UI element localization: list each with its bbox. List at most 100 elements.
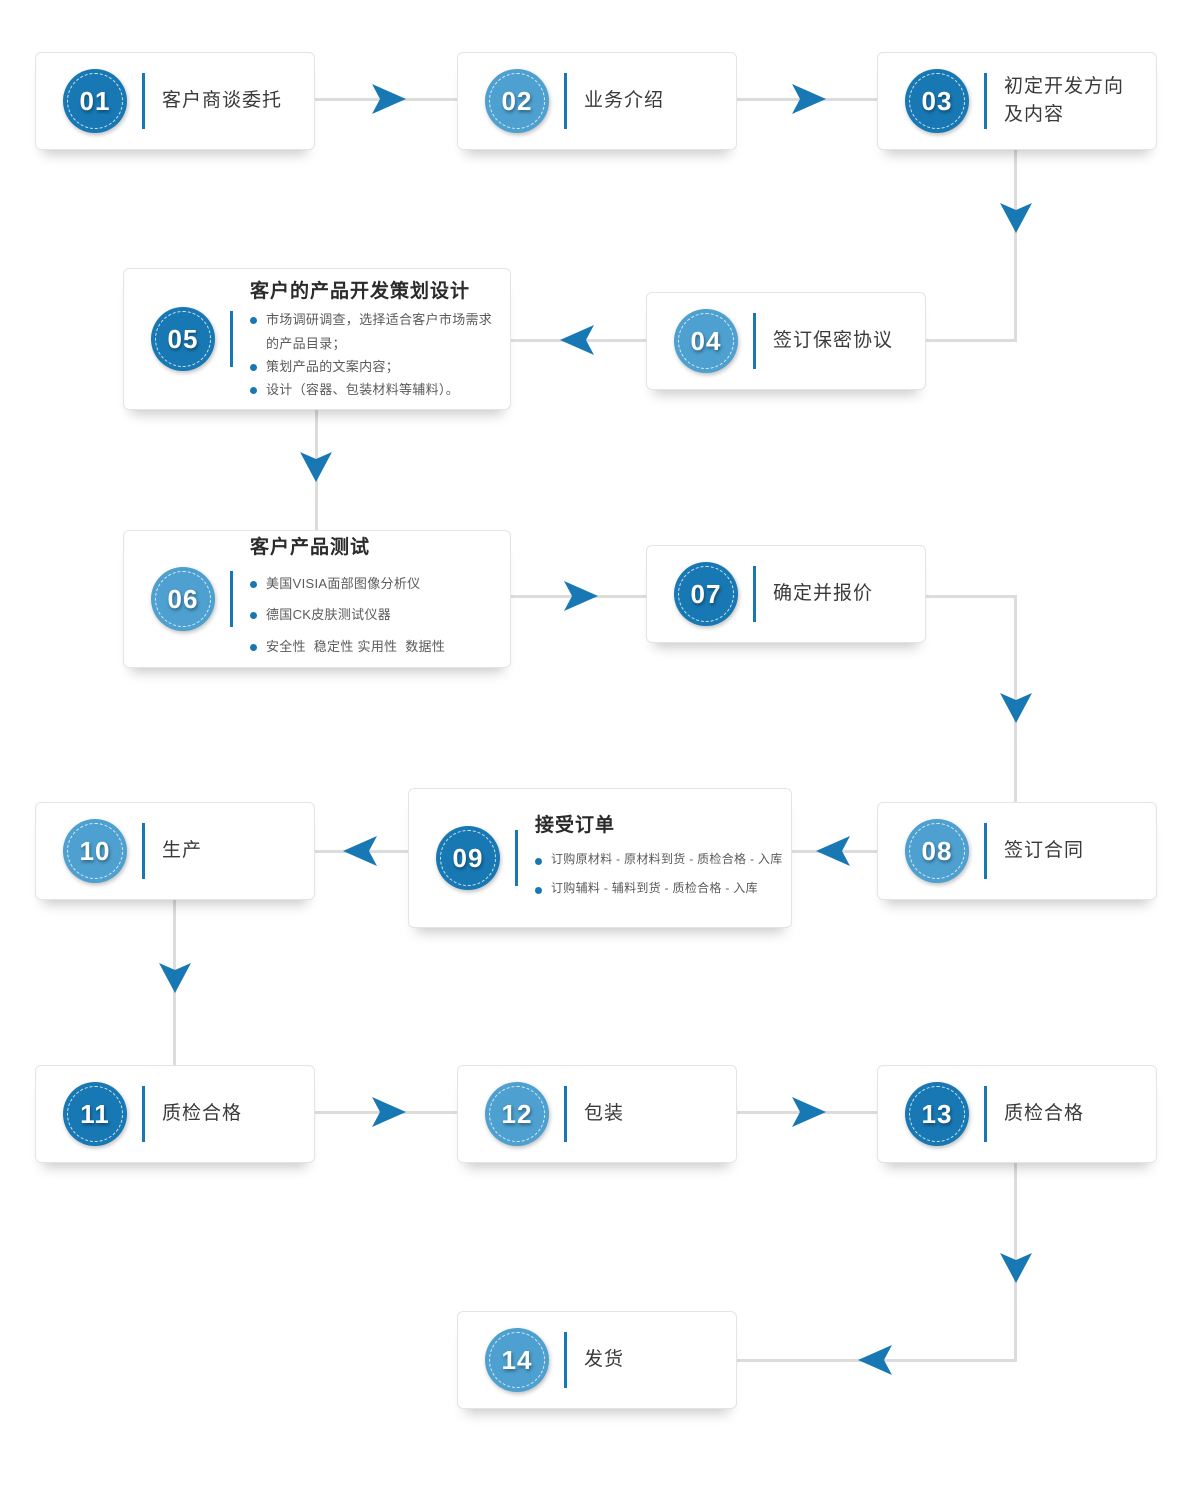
step-card-03: 03 初定开发方向及内容 [877, 52, 1157, 150]
bullet-item: 订购原材料 - 原材料到货 - 质检合格 - 入库 [535, 849, 782, 871]
step-card-10: 10 生产 [35, 802, 315, 900]
step-number-badge: 07 [674, 562, 738, 626]
step-number: 03 [921, 85, 953, 116]
divider [753, 313, 756, 369]
step-number: 04 [690, 325, 722, 356]
step-label: 业务介绍 [584, 90, 665, 112]
step-card-12: 12 包装 [457, 1065, 737, 1163]
step-card-01: 01 客户商谈委托 [35, 52, 315, 150]
step-card-06: 06 客户产品测试 美国VISIA面部图像分析仪 德国CK皮肤测试仪器 安全性 … [123, 530, 511, 668]
step-number: 13 [921, 1098, 953, 1129]
divider [564, 1086, 567, 1142]
step-card-13: 13 质检合格 [877, 1065, 1157, 1163]
step-number: 07 [690, 578, 722, 609]
arrow-right-icon [792, 84, 826, 114]
step-number-badge: 05 [151, 307, 215, 371]
step-card-11: 11 质检合格 [35, 1065, 315, 1163]
step-title: 客户产品测试 [250, 536, 371, 558]
step-label: 发货 [584, 1349, 625, 1371]
bullet-item: 市场调研调查，选择适合客户市场需求的产品目录； [250, 308, 498, 355]
step-label: 签订保密协议 [773, 330, 894, 352]
arrow-down-icon [159, 963, 191, 993]
step-number: 02 [501, 85, 533, 116]
step-title: 接受订单 [535, 814, 616, 836]
arrow-left-icon [816, 836, 850, 866]
step-label: 质检合格 [1004, 1103, 1085, 1125]
step-label: 初定开发方向及内容 [1004, 76, 1125, 125]
step-number-badge: 01 [63, 69, 127, 133]
bullet-list: 市场调研调查，选择适合客户市场需求的产品目录； 策划产品的文案内容； 设计（容器… [250, 308, 498, 402]
arrow-down-icon [1000, 693, 1032, 723]
arrow-down-icon [1000, 1253, 1032, 1283]
step-number-badge: 06 [151, 567, 215, 631]
step-number-badge: 10 [63, 819, 127, 883]
bullet-item: 订购辅料 - 辅料到货 - 质检合格 - 入库 [535, 878, 781, 900]
step-label: 包装 [584, 1103, 625, 1125]
step-number-badge: 04 [674, 309, 738, 373]
arrow-down-icon [1000, 203, 1032, 233]
step-number: 01 [79, 85, 111, 116]
divider [564, 1332, 567, 1388]
step-label: 签订合同 [1004, 840, 1085, 862]
step-number-badge: 09 [436, 826, 500, 890]
step-number: 10 [79, 835, 111, 866]
step-number: 12 [501, 1098, 533, 1129]
divider [515, 830, 518, 886]
step-number-badge: 08 [905, 819, 969, 883]
divider [142, 823, 145, 879]
step-label: 客户商谈委托 [162, 90, 283, 112]
connector-line [926, 339, 1017, 342]
bullet-list: 订购原材料 - 原材料到货 - 质检合格 - 入库 订购辅料 - 辅料到货 - … [535, 842, 782, 906]
divider [984, 823, 987, 879]
step-card-09: 09 接受订单 订购原材料 - 原材料到货 - 质检合格 - 入库 订购辅料 -… [408, 788, 792, 928]
arrow-left-icon [858, 1345, 892, 1375]
arrow-right-icon [792, 1097, 826, 1127]
arrow-left-icon [343, 836, 377, 866]
bullet-item: 策划产品的文案内容； [250, 355, 498, 378]
step-card-02: 02 业务介绍 [457, 52, 737, 150]
bullet-item: 德国CK皮肤测试仪器 [250, 603, 445, 626]
step-card-05: 05 客户的产品开发策划设计 市场调研调查，选择适合客户市场需求的产品目录； 策… [123, 268, 511, 410]
step-number: 11 [80, 1098, 110, 1129]
step-number: 14 [501, 1344, 533, 1375]
step-number-badge: 14 [485, 1328, 549, 1392]
divider [753, 566, 756, 622]
step-label: 质检合格 [162, 1103, 243, 1125]
arrow-right-icon [372, 84, 406, 114]
step-title: 客户的产品开发策划设计 [250, 281, 471, 303]
connector-line [1014, 150, 1017, 342]
step-content: 客户产品测试 美国VISIA面部图像分析仪 德国CK皮肤测试仪器 安全性 稳定性… [250, 532, 445, 666]
step-number-badge: 02 [485, 69, 549, 133]
step-content: 接受订单 订购原材料 - 原材料到货 - 质检合格 - 入库 订购辅料 - 辅料… [535, 810, 782, 906]
divider [142, 73, 145, 129]
arrow-right-icon [372, 1097, 406, 1127]
divider [230, 311, 233, 367]
divider [142, 1086, 145, 1142]
bullet-item: 设计（容器、包装材料等辅料）。 [250, 378, 498, 401]
arrow-left-icon [560, 325, 594, 355]
step-card-14: 14 发货 [457, 1311, 737, 1409]
divider [984, 1086, 987, 1142]
step-card-04: 04 签订保密协议 [646, 292, 926, 390]
bullet-item: 安全性 稳定性 实用性 数据性 [250, 635, 445, 658]
step-label: 生产 [162, 840, 203, 862]
step-number: 06 [167, 583, 199, 614]
step-number: 05 [167, 323, 199, 354]
step-content: 客户的产品开发策划设计 市场调研调查，选择适合客户市场需求的产品目录； 策划产品… [250, 276, 498, 402]
step-number-badge: 03 [905, 69, 969, 133]
step-label: 确定并报价 [773, 583, 874, 605]
step-number-badge: 12 [485, 1082, 549, 1146]
step-number: 09 [452, 842, 484, 873]
arrow-down-icon [300, 452, 332, 482]
arrow-right-icon [564, 581, 598, 611]
step-number-badge: 11 [63, 1082, 127, 1146]
bullet-list: 美国VISIA面部图像分析仪 德国CK皮肤测试仪器 安全性 稳定性 实用性 数据… [250, 564, 445, 666]
step-card-08: 08 签订合同 [877, 802, 1157, 900]
step-number-badge: 13 [905, 1082, 969, 1146]
connector-line [926, 595, 1017, 598]
divider [230, 571, 233, 627]
connector-line [1014, 595, 1017, 802]
divider [564, 73, 567, 129]
step-card-07: 07 确定并报价 [646, 545, 926, 643]
